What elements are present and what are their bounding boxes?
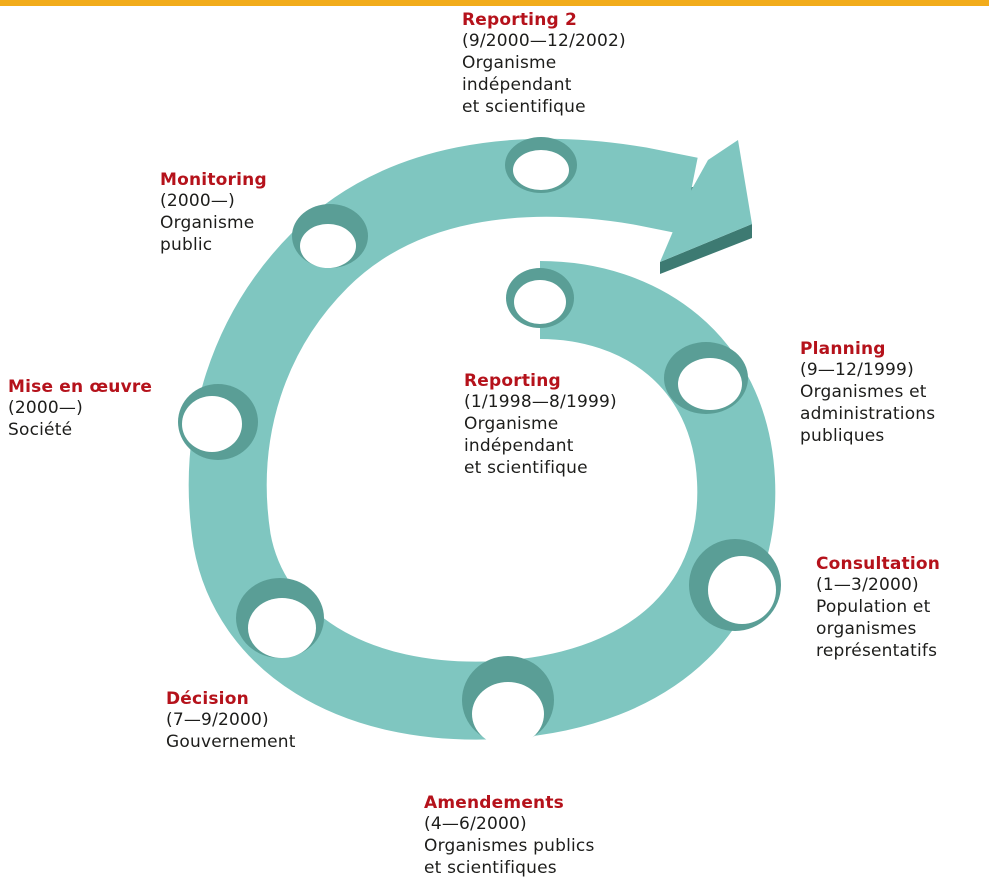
stage-actor-line: indépendant bbox=[464, 436, 574, 456]
stage-label-reporting-2: Reporting 2 (9/2000—12/2002) Organisme i… bbox=[462, 10, 626, 118]
stage-actor-line: organismes bbox=[816, 619, 917, 639]
stage-label-reporting: Reporting (1/1998—8/1999) Organisme indé… bbox=[464, 371, 617, 479]
stage-actor-line: Organisme bbox=[462, 53, 557, 73]
stage-actor-line: public bbox=[160, 235, 213, 255]
stage-label-monitoring: Monitoring (2000—) Organisme public bbox=[160, 170, 267, 256]
stage-actor-line: Organismes publics bbox=[424, 836, 595, 856]
station-holes bbox=[178, 137, 781, 746]
stage-actor-line: Organisme bbox=[464, 414, 559, 434]
stage-title: Reporting bbox=[464, 371, 561, 391]
station-mise-en-oeuvre bbox=[178, 384, 258, 460]
stage-title: Planning bbox=[800, 339, 886, 359]
stage-label-decision: Décision (7—9/2000) Gouvernement bbox=[166, 689, 296, 753]
stage-actor-line: Organismes et bbox=[800, 382, 927, 402]
stage-actor-line: et scientifique bbox=[464, 458, 588, 478]
top-accent-bar bbox=[0, 0, 989, 6]
stage-actor-line: publiques bbox=[800, 426, 885, 446]
stage-title: Monitoring bbox=[160, 170, 267, 190]
stage-title: Consultation bbox=[816, 554, 941, 574]
stage-title: Décision bbox=[166, 689, 249, 709]
stage-actor-line: Gouvernement bbox=[166, 732, 296, 752]
stage-title: Amendements bbox=[424, 793, 564, 813]
stage-period: (2000—) bbox=[160, 191, 235, 211]
stage-period: (9—12/1999) bbox=[800, 360, 914, 380]
stage-actor-line: Population et bbox=[816, 597, 931, 617]
station-reporting-2 bbox=[505, 137, 577, 193]
stage-actor-line: et scientifiques bbox=[424, 858, 557, 878]
arrow-head-side bbox=[660, 224, 752, 274]
stage-label-amendements: Amendements (4—6/2000) Organismes public… bbox=[424, 793, 595, 879]
stage-actor-line: administrations bbox=[800, 404, 936, 424]
station-monitoring bbox=[292, 204, 368, 268]
stage-period: (4—6/2000) bbox=[424, 814, 527, 834]
station-decision bbox=[236, 578, 324, 658]
arrow-head bbox=[660, 140, 752, 262]
stage-label-planning: Planning (9—12/1999) Organismes et admin… bbox=[800, 339, 935, 447]
stage-period: (7—9/2000) bbox=[166, 710, 269, 730]
stage-actor-line: Société bbox=[8, 420, 73, 440]
station-planning bbox=[664, 342, 748, 414]
stage-title: Mise en œuvre bbox=[8, 377, 153, 397]
stage-actor-line: indépendant bbox=[462, 75, 572, 95]
stage-actor-line: représentatifs bbox=[816, 641, 938, 661]
station-reporting bbox=[506, 268, 574, 328]
stage-actor-line: Organisme bbox=[160, 213, 255, 233]
stage-period: (1/1998—8/1999) bbox=[464, 392, 617, 412]
stage-title: Reporting 2 bbox=[462, 10, 578, 30]
station-consultation bbox=[689, 539, 781, 631]
stage-label-consultation: Consultation (1—3/2000) Population et or… bbox=[816, 554, 940, 662]
stage-actor-line: et scientifique bbox=[462, 97, 586, 117]
stage-period: (1—3/2000) bbox=[816, 575, 919, 595]
stage-period: (9/2000—12/2002) bbox=[462, 31, 626, 51]
stage-period: (2000—) bbox=[8, 398, 83, 418]
station-amendements bbox=[462, 656, 554, 746]
stage-label-mise-en-oeuvre: Mise en œuvre (2000—) Société bbox=[8, 377, 152, 441]
